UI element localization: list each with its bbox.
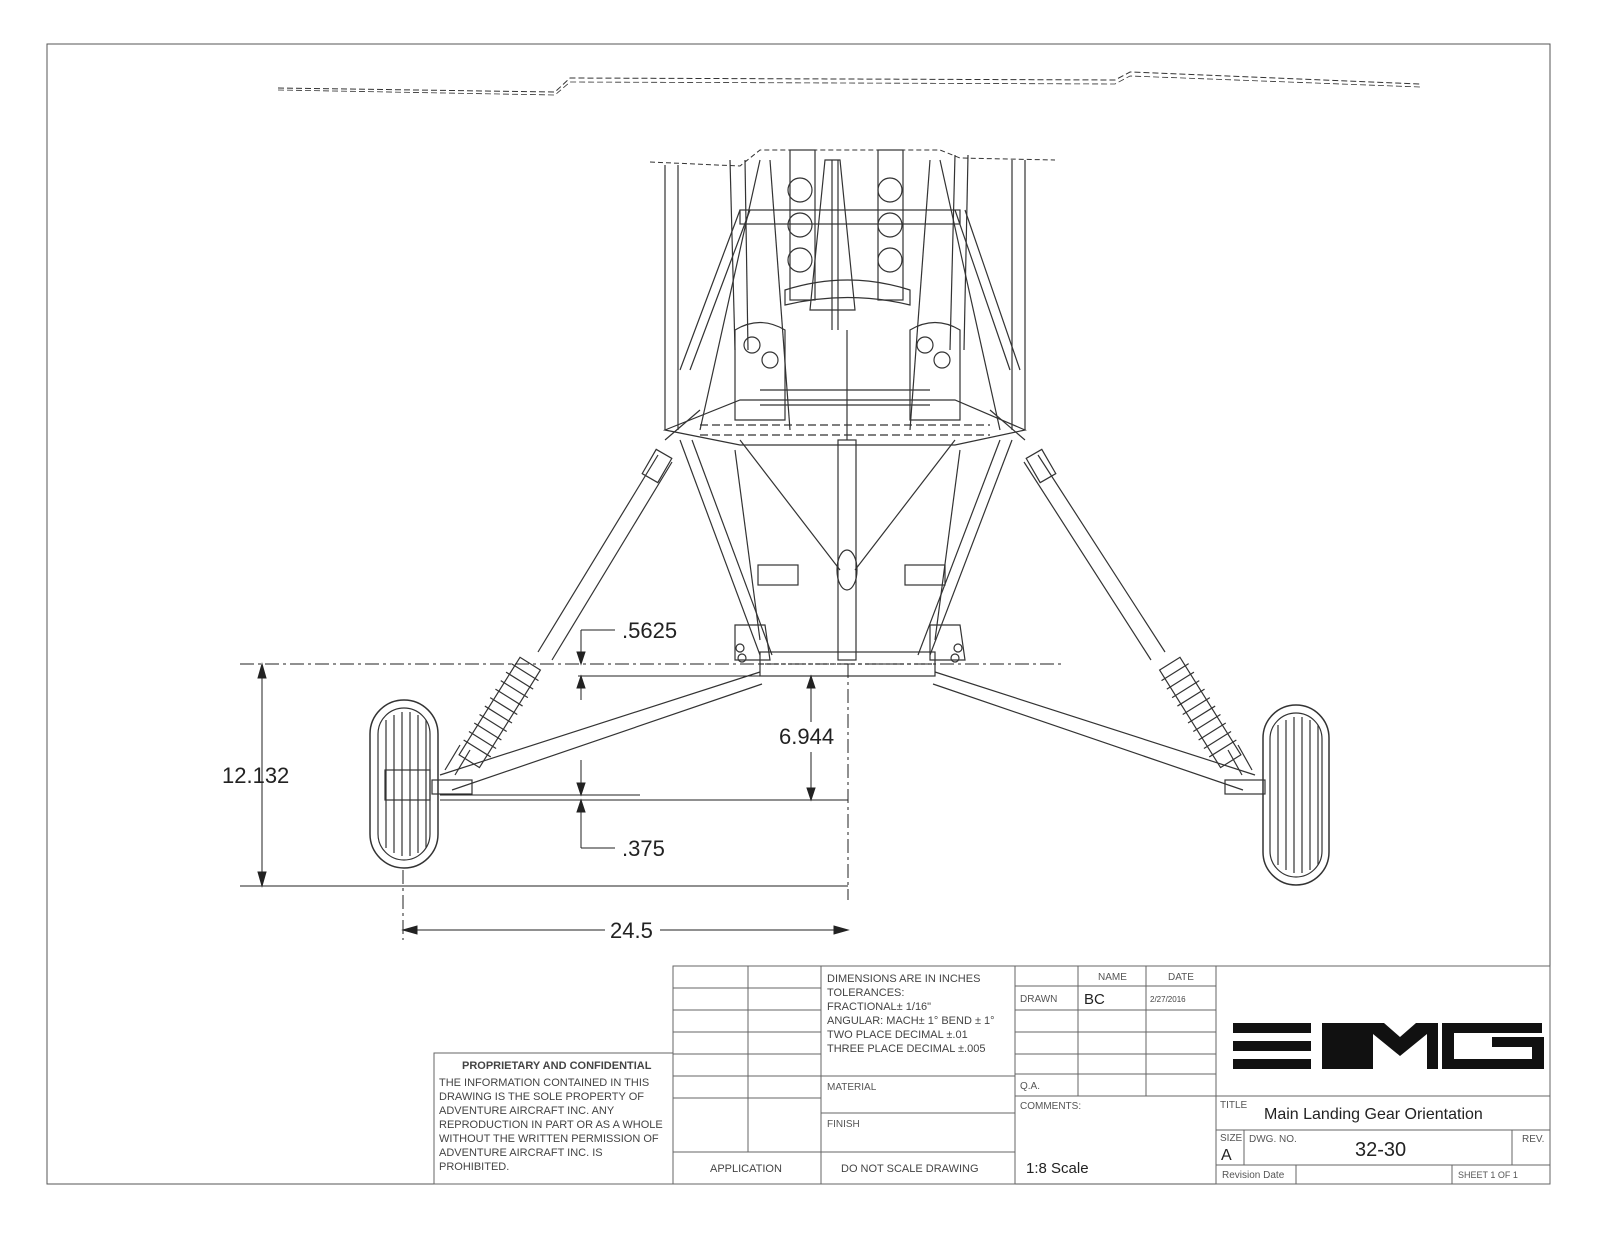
do-not-scale-label: DO NOT SCALE DRAWING: [841, 1163, 979, 1175]
proprietary-heading: PROPRIETARY AND CONFIDENTIAL: [462, 1060, 652, 1072]
application-label: APPLICATION: [710, 1163, 782, 1175]
notes-line-6: THREE PLACE DECIMAL ±.005: [827, 1043, 985, 1055]
drawn-label: DRAWN: [1020, 994, 1057, 1005]
rev-label: REV.: [1522, 1134, 1544, 1145]
proprietary-line-3: ADVENTURE AIRCRAFT INC. ANY: [439, 1105, 615, 1117]
dimension-12132: 12.132: [222, 763, 289, 788]
proprietary-line-1: THE INFORMATION CONTAINED IN THIS: [439, 1077, 649, 1089]
size-value: A: [1221, 1147, 1232, 1164]
dwg-no-label: DWG. NO.: [1249, 1134, 1297, 1145]
drawing-title: Main Landing Gear Orientation: [1264, 1106, 1483, 1123]
notes-line-1: DIMENSIONS ARE IN INCHES: [827, 973, 980, 985]
drawn-name: BC: [1084, 991, 1105, 1008]
emg-logo: [1233, 1023, 1544, 1069]
dwg-no-value: 32-30: [1355, 1139, 1406, 1161]
dimension-6944: 6.944: [779, 724, 834, 749]
dimension-245: 24.5: [610, 918, 653, 943]
proprietary-line-2: DRAWING IS THE SOLE PROPERTY OF: [439, 1091, 644, 1103]
material-label: MATERIAL: [827, 1082, 877, 1093]
proprietary-line-4: REPRODUCTION IN PART OR AS A WHOLE: [439, 1119, 663, 1131]
drawn-date: 2/27/2016: [1150, 995, 1186, 1004]
title-label: TITLE: [1220, 1100, 1248, 1111]
scale-text: 1:8 Scale: [1026, 1160, 1089, 1177]
title-block-grid: [433, 965, 1551, 1185]
notes-line-3: FRACTIONAL± 1/16": [827, 1001, 931, 1013]
dimension-lines: [240, 629, 1065, 940]
notes-line-4: ANGULAR: MACH± 1° BEND ± 1°: [827, 1015, 995, 1027]
proprietary-line-6: ADVENTURE AIRCRAFT INC. IS: [439, 1147, 603, 1159]
date-header: DATE: [1168, 972, 1194, 983]
qa-label: Q.A.: [1020, 1081, 1040, 1092]
proprietary-line-7: PROHIBITED.: [439, 1161, 509, 1173]
revision-date-label: Revision Date: [1222, 1170, 1285, 1181]
sheet-border: [46, 43, 1551, 1185]
notes-line-5: TWO PLACE DECIMAL ±.01: [827, 1029, 968, 1041]
notes-line-2: TOLERANCES:: [827, 987, 904, 999]
dimension-375: .375: [622, 836, 665, 861]
proprietary-line-5: WITHOUT THE WRITTEN PERMISSION OF: [439, 1133, 659, 1145]
size-label: SIZE: [1220, 1133, 1243, 1144]
dimension-5625: .5625: [622, 618, 677, 643]
sheet-number: SHEET 1 OF 1: [1458, 1170, 1518, 1180]
comments-label: COMMENTS:: [1020, 1101, 1081, 1112]
finish-label: FINISH: [827, 1119, 860, 1130]
landing-gear-drawing: [277, 71, 1421, 886]
name-header: NAME: [1098, 972, 1127, 983]
